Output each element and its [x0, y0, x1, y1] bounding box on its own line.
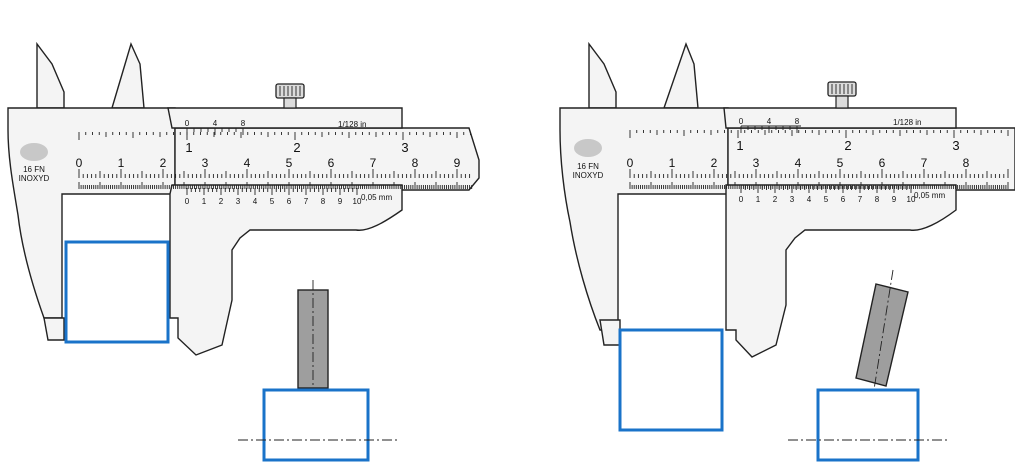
- workpiece-section-icon: [618, 328, 724, 432]
- brand-model-label: 16 FN: [23, 165, 45, 174]
- inch-scale-number: 2: [293, 140, 300, 155]
- inch-vernier-number: 8: [241, 119, 246, 128]
- main-scale-number: 0: [627, 156, 634, 170]
- inside-jaw-fixed-left: [36, 41, 65, 109]
- brand-material-label: INOXYD: [19, 174, 50, 183]
- brand-material-label: INOXYD: [573, 171, 604, 180]
- inside-jaw-fixed-right: [588, 41, 617, 109]
- vernier-slider-left: [167, 107, 403, 129]
- inch-scale-number: 3: [952, 138, 959, 153]
- mm-vernier-number: 1: [756, 195, 761, 204]
- right-panel: 16 FN INOXYD 1/128 in 0,05 mm 0 1 2 3 4 5 6 7 8 1…: [559, 41, 1015, 462]
- mm-vernier-label: 0,05 mm: [914, 191, 945, 200]
- inch-vernier-number: 8: [795, 117, 800, 126]
- mm-vernier-label: 0,05 mm: [361, 193, 392, 202]
- vernier-slider-lower-right: [725, 184, 957, 358]
- main-beam-right: [727, 127, 1015, 191]
- jaw-fixed-lower-left: [43, 317, 65, 341]
- inch-vernier-label: 1/128 in: [893, 118, 921, 127]
- main-scale-number: 4: [244, 156, 251, 170]
- main-scale-number: 2: [160, 156, 167, 170]
- mm-vernier-number: 3: [236, 197, 241, 206]
- vernier-slider-lower-left: [169, 184, 403, 356]
- mm-vernier-number: 2: [219, 197, 224, 206]
- inch-vernier-number: 4: [213, 119, 218, 128]
- main-scale-number: 1: [669, 156, 676, 170]
- main-scale-number: 5: [837, 156, 844, 170]
- mm-vernier-number: 7: [858, 195, 863, 204]
- mm-vernier-number: 0: [739, 195, 744, 204]
- mm-vernier-number: 5: [824, 195, 829, 204]
- inch-vernier-number: 0: [185, 119, 190, 128]
- main-scale-number: 8: [412, 156, 419, 170]
- main-scale-number: 1: [118, 156, 125, 170]
- main-scale-number: 8: [963, 156, 970, 170]
- left-panel: 16 FN INOXYD 1/128 in 0,05 mm 0 1 2 3 4 5 6 7 8 9…: [7, 41, 480, 462]
- main-scale-number: 6: [879, 156, 886, 170]
- mm-vernier-number: 3: [790, 195, 795, 204]
- inside-jaw-sliding-right: [663, 41, 699, 109]
- mm-vernier-number: 2: [773, 195, 778, 204]
- main-scale-number: 5: [286, 156, 293, 170]
- main-scale-number: 0: [76, 156, 83, 170]
- mm-vernier-number: 1: [202, 197, 207, 206]
- fixed-frame-right: [559, 107, 729, 331]
- main-scale-number: 6: [328, 156, 335, 170]
- mm-vernier-number: 4: [807, 195, 812, 204]
- mm-vernier-number: 10: [907, 195, 916, 204]
- mm-vernier-number: 7: [304, 197, 309, 206]
- brand-model-label: 16 FN: [577, 162, 599, 171]
- depth-probe-icon: [238, 280, 398, 462]
- brand-logo-blur: [20, 143, 48, 161]
- inch-scale-number: 1: [736, 138, 743, 153]
- main-scale-number: 4: [795, 156, 802, 170]
- mm-vernier-number: 8: [875, 195, 880, 204]
- brand-logo-blur: [574, 139, 602, 157]
- inch-scale-number: 3: [401, 140, 408, 155]
- mm-vernier-number: 9: [338, 197, 343, 206]
- vernier-slider-right: [723, 107, 957, 129]
- main-scale-number: 3: [202, 156, 209, 170]
- main-scale-number: 9: [454, 156, 461, 170]
- mm-vernier-number: 9: [892, 195, 897, 204]
- inside-jaw-sliding-left: [111, 41, 145, 109]
- mm-vernier-number: 6: [841, 195, 846, 204]
- workpiece-section-icon: [64, 240, 170, 344]
- main-scale-number: 2: [711, 156, 718, 170]
- mm-vernier-number: 0: [185, 197, 190, 206]
- jaw-fixed-lower-right: [599, 319, 621, 346]
- mm-vernier-number: 4: [253, 197, 258, 206]
- mm-vernier-number: 6: [287, 197, 292, 206]
- inch-vernier-number: 0: [739, 117, 744, 126]
- main-scale-number: 3: [753, 156, 760, 170]
- main-scale-number: 7: [921, 156, 928, 170]
- inch-scale-number: 1: [185, 140, 192, 155]
- inch-scale-number: 2: [844, 138, 851, 153]
- depth-probe-icon: [788, 269, 948, 462]
- mm-vernier-number: 8: [321, 197, 326, 206]
- inch-vernier-label: 1/128 in: [338, 120, 366, 129]
- inch-vernier-number: 4: [767, 117, 772, 126]
- mm-vernier-number: 5: [270, 197, 275, 206]
- mm-vernier-number: 10: [353, 197, 362, 206]
- main-scale-number: 7: [370, 156, 377, 170]
